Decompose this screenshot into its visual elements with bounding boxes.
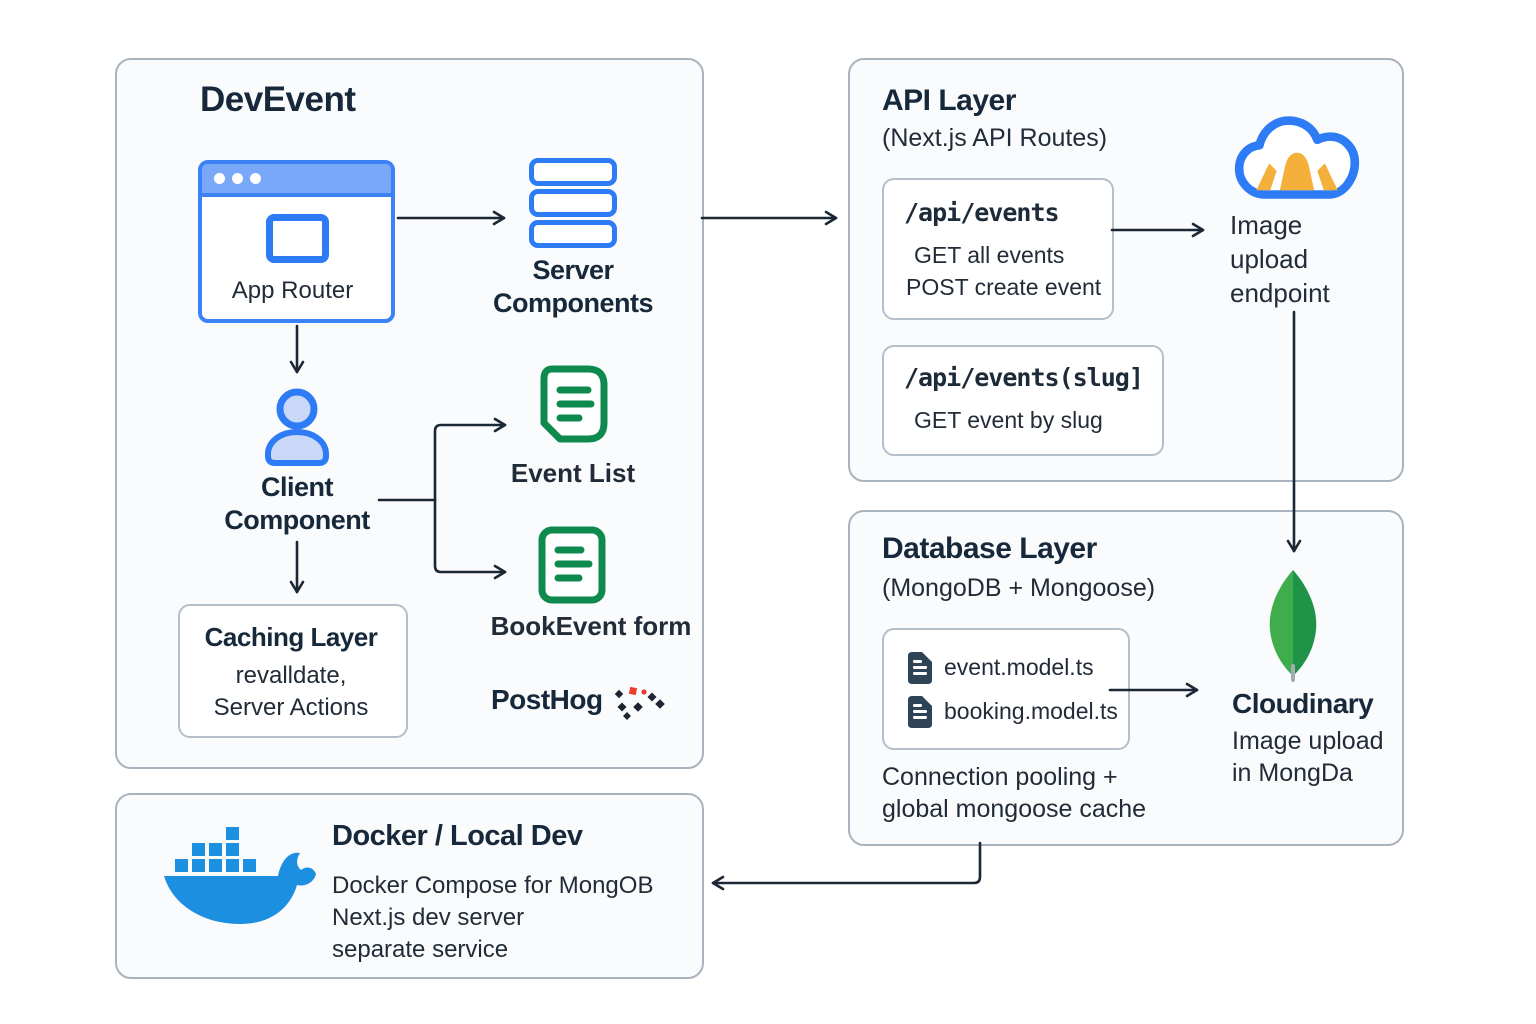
window-dot-icon (250, 173, 261, 184)
api-events-line: GET all events (914, 242, 1065, 268)
model-file-label: event.model.ts (944, 654, 1094, 680)
devevent-title: DevEvent (200, 80, 356, 119)
cloudinary-line: in MongDa (1232, 759, 1353, 787)
api-events-slug-box: /api/events(slug] GET event by slug (882, 345, 1164, 456)
file-icon-event-model (908, 652, 932, 684)
posthog-label: PostHog (491, 684, 603, 715)
docker-title: Docker / Local Dev (332, 820, 583, 852)
client-component-label: Client Component (224, 472, 370, 535)
api-events-box: /api/events GET all events POST create e… (882, 178, 1114, 320)
window-dot-icon (232, 173, 243, 184)
api-events-path: /api/events (904, 198, 1060, 227)
database-layer-subtitle: (MongoDB + Mongoose) (882, 574, 1156, 602)
window-titlebar (202, 164, 391, 197)
server-stack-icon (529, 189, 617, 217)
api-events-slug-line: GET event by slug (914, 407, 1103, 433)
mongodb-leaf-icon (1269, 570, 1317, 682)
docker-line: separate service (332, 936, 509, 963)
file-icon-booking-model (908, 696, 932, 728)
event-list-label: Event List (510, 458, 636, 488)
database-layer-title: Database Layer (882, 532, 1097, 565)
models-box: event.model.ts booking.model.ts (882, 628, 1130, 750)
cloudinary-label: Cloudinary (1232, 688, 1374, 719)
caching-layer-line: Server Actions (213, 694, 369, 721)
api-layer-subtitle: (Next.js API Routes) (882, 124, 1108, 152)
arrow-database-to-docker (711, 841, 982, 891)
cloudinary-cloud-icon (1234, 116, 1360, 199)
server-components-label: Server Components (493, 255, 654, 318)
window-dot-icon (214, 173, 225, 184)
server-stack-icon (529, 158, 617, 186)
document-icon-event-list (540, 365, 608, 443)
connection-pooling-line: Connection pooling + (882, 763, 1118, 791)
bookevent-form-label: BookEvent form (490, 611, 692, 641)
image-upload-endpoint-label: Image upload endpoint (1230, 210, 1330, 308)
server-stack-icon (529, 220, 617, 248)
posthog-dots-icon (614, 686, 665, 720)
api-layer-title: API Layer (882, 84, 1016, 117)
model-file-label: booking.model.ts (944, 698, 1118, 724)
api-events-slug-path: /api/events(slug] (904, 363, 1144, 392)
user-icon (265, 388, 329, 466)
connection-pooling-line: global mongoose cache (882, 795, 1147, 823)
cloudinary-line: Image upload (1232, 727, 1384, 755)
api-events-line: POST create event (906, 274, 1102, 300)
docker-line: Next.js dev server (332, 904, 525, 931)
docker-line: Docker Compose for MongOB (332, 872, 654, 899)
caching-layer-box: Caching Layer revalldate, Server Actions (178, 604, 408, 738)
document-icon-bookevent (538, 526, 606, 604)
app-router-label: App Router (231, 277, 354, 304)
docker-whale-icon (164, 827, 316, 924)
caching-layer-line: revalldate, (235, 662, 347, 689)
browser-window-icon: App Router (198, 160, 395, 323)
page-rect-icon (266, 214, 329, 263)
caching-layer-title: Caching Layer (204, 622, 378, 652)
